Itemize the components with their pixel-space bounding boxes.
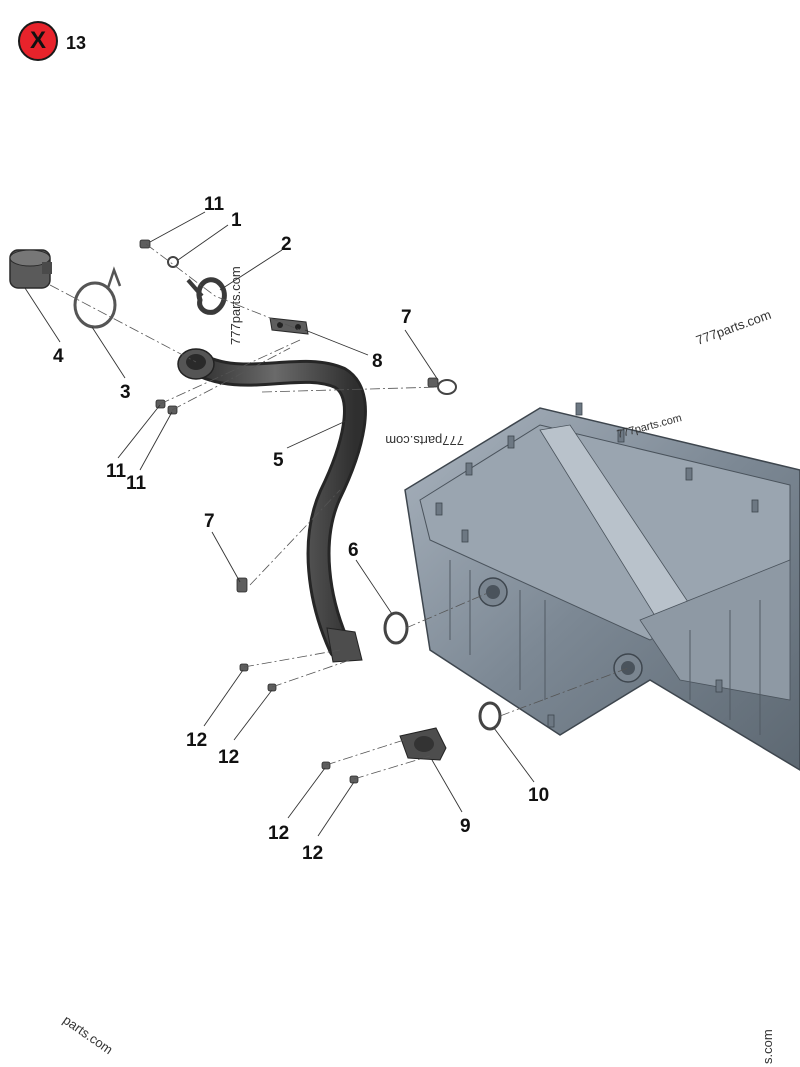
- hardware: [139, 239, 457, 784]
- leader-lines: [24, 211, 535, 837]
- filler-cap: [9, 249, 52, 289]
- badge-count: 13: [66, 33, 87, 53]
- callout-4: 4: [53, 346, 64, 367]
- breather-hose: [177, 348, 367, 663]
- callout-11: 11: [204, 194, 225, 215]
- callout-1: 1: [231, 210, 242, 231]
- callout-11: 11: [106, 461, 127, 482]
- watermark-partial: parts.com: [60, 1012, 115, 1057]
- o-ring-6: [383, 611, 409, 645]
- close-icon[interactable]: X: [18, 21, 58, 61]
- hose-clamp: [186, 277, 227, 315]
- callout-6: 6: [348, 540, 359, 561]
- callout-5: 5: [273, 450, 284, 471]
- callout-12: 12: [218, 747, 239, 768]
- callout-11: 11: [126, 473, 147, 494]
- elbow-fitting: [399, 727, 447, 761]
- callout-2: 2: [281, 234, 292, 255]
- watermark: 777parts.com: [694, 307, 773, 348]
- retaining-ring: [73, 266, 122, 329]
- watermark: 777parts.com: [228, 266, 243, 345]
- callouts: 11 1 2 4 3 7 8 5 11 11 7 6 12 12 10 9 12…: [53, 194, 549, 864]
- callout-9: 9: [460, 816, 471, 837]
- callout-10: 10: [528, 785, 549, 806]
- watermark-partial: s.com: [760, 1029, 775, 1064]
- callout-8: 8: [372, 351, 383, 372]
- assembly-axes: [49, 243, 629, 780]
- callout-12: 12: [302, 843, 323, 864]
- callout-3: 3: [120, 382, 131, 403]
- callout-7: 7: [204, 511, 215, 532]
- callout-12: 12: [268, 823, 289, 844]
- callout-7: 7: [401, 307, 412, 328]
- watermark: 777parts.com: [385, 433, 464, 448]
- o-ring-10: [478, 701, 502, 731]
- oil-pan: [404, 402, 800, 771]
- callout-12: 12: [186, 730, 207, 751]
